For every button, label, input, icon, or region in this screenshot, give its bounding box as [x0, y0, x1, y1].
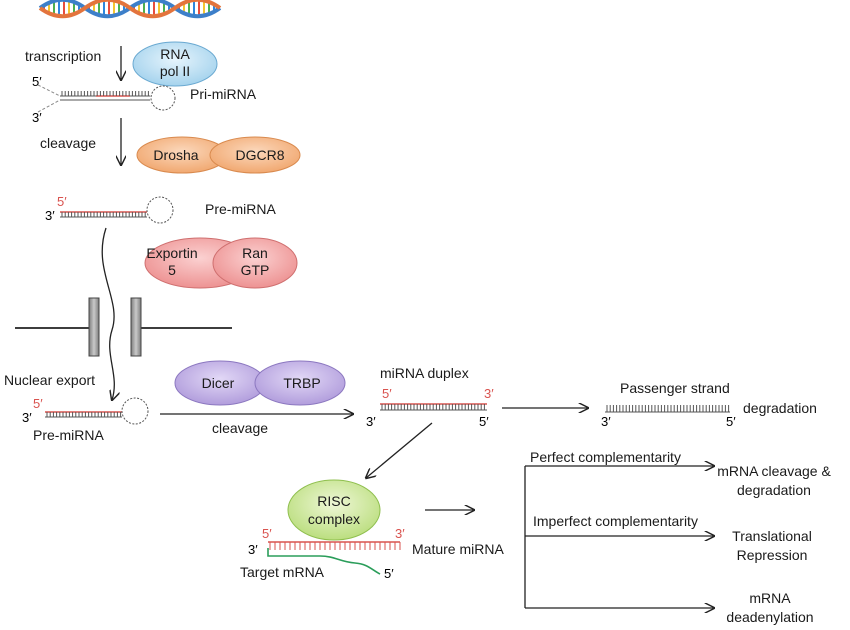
nuclear-membrane: [15, 297, 232, 357]
risc-label-2: complex: [308, 511, 360, 527]
dna-helix-icon: [38, 0, 222, 19]
target-five-prime: 5′: [384, 566, 394, 581]
base-pair-rungs: [269, 542, 401, 550]
mrna-cleavage-label-1: mRNA cleavage &: [717, 463, 831, 479]
target-three-prime: 3′: [248, 542, 258, 557]
pre-mirna-hairpin: 5′ 3′: [45, 194, 174, 224]
drosha-label: Drosha: [153, 147, 198, 163]
rna-pol-label-2: pol II: [160, 63, 190, 79]
duplex-three-prime: 3′: [366, 414, 376, 429]
exportin-label-1: Exportin: [146, 245, 197, 261]
trbp-label: TRBP: [283, 375, 320, 391]
mature-mirna-target: 5′ 3′ 3′ 5′: [248, 526, 405, 581]
pri-mirna-hairpin: 5′ 3′: [32, 74, 176, 125]
cyto-three-prime: 3′: [22, 410, 32, 425]
translational-label-2: Repression: [737, 547, 808, 563]
pre-mirna-label: Pre-miRNA: [205, 201, 276, 217]
translational-label-1: Translational: [732, 528, 812, 544]
cleavage-label-2: cleavage: [212, 420, 268, 436]
passenger-three-prime: 3′: [601, 414, 611, 429]
cytoplasmic-pre-mirna: 5′ 3′: [22, 396, 149, 425]
deadenylation-label-1: mRNA: [749, 590, 791, 606]
duplex-three-prime-red: 3′: [484, 386, 494, 401]
pre-five-prime: 5′: [57, 194, 67, 209]
mirna-duplex-label: miRNA duplex: [380, 365, 469, 381]
ran-label-1: Ran: [242, 245, 268, 261]
to-risc-arrow: [366, 422, 433, 478]
rna-pol-ii-enzyme: RNA pol II: [132, 41, 218, 87]
nuclear-pore-right: [130, 297, 142, 357]
risc-complex: RISC complex: [287, 479, 381, 541]
degradation-label: degradation: [743, 400, 817, 416]
mature-mirna-label: Mature miRNA: [412, 541, 504, 557]
passenger-strand: 3′ 5′: [601, 405, 736, 429]
mrna-cleavage-label-2: degradation: [737, 482, 811, 498]
base-pair-rungs: [61, 91, 149, 96]
risc-label-1: RISC: [317, 493, 350, 509]
duplex-five-prime: 5′: [479, 414, 489, 429]
deadenylation-label-2: deadenylation: [726, 609, 813, 625]
pri-three-prime: 3′: [32, 110, 42, 125]
nuclear-export-arrow: [101, 227, 114, 400]
target-mrna-label: Target mRNA: [240, 564, 325, 580]
pre-three-prime: 3′: [45, 208, 55, 223]
dgcr8-label: DGCR8: [235, 147, 284, 163]
exportin-ran-enzyme: Exportin 5 Ran GTP: [144, 237, 298, 289]
pri-five-prime: 5′: [32, 74, 42, 89]
perfect-complementarity-label: Perfect complementarity: [530, 449, 681, 465]
cleavage-label-1: cleavage: [40, 135, 96, 151]
pri-mirna-label: Pri-miRNA: [190, 86, 257, 102]
imperfect-complementarity-label: Imperfect complementarity: [533, 513, 698, 529]
base-pair-rungs: [381, 404, 485, 410]
rna-pol-label-1: RNA: [160, 46, 190, 62]
dicer-label: Dicer: [202, 375, 235, 391]
base-pair-rungs: [61, 212, 146, 217]
nuclear-export-label: Nuclear export: [4, 372, 95, 388]
mature-five-prime: 5′: [262, 526, 272, 541]
exportin-label-2: 5: [168, 262, 176, 278]
passenger-strand-label: Passenger strand: [620, 380, 730, 396]
mature-three-prime: 3′: [395, 526, 405, 541]
dicer-trbp-enzyme: Dicer TRBP: [174, 360, 346, 406]
transcription-label: transcription: [25, 48, 101, 64]
outcome-bracket: [524, 466, 714, 608]
pre-mirna-label-2: Pre-miRNA: [33, 427, 104, 443]
ran-label-2: GTP: [241, 262, 270, 278]
base-pair-rungs: [46, 412, 122, 417]
target-mrna-strand: [267, 548, 381, 575]
duplex-five-prime-red: 5′: [382, 386, 392, 401]
mirna-duplex: 5′ 3′ 3′ 5′: [366, 386, 494, 429]
drosha-dgcr8-enzyme: Drosha DGCR8: [136, 136, 301, 174]
cyto-five-prime: 5′: [33, 396, 43, 411]
base-pair-rungs: [606, 405, 730, 412]
nuclear-pore-left: [88, 297, 100, 357]
passenger-five-prime: 5′: [726, 414, 736, 429]
